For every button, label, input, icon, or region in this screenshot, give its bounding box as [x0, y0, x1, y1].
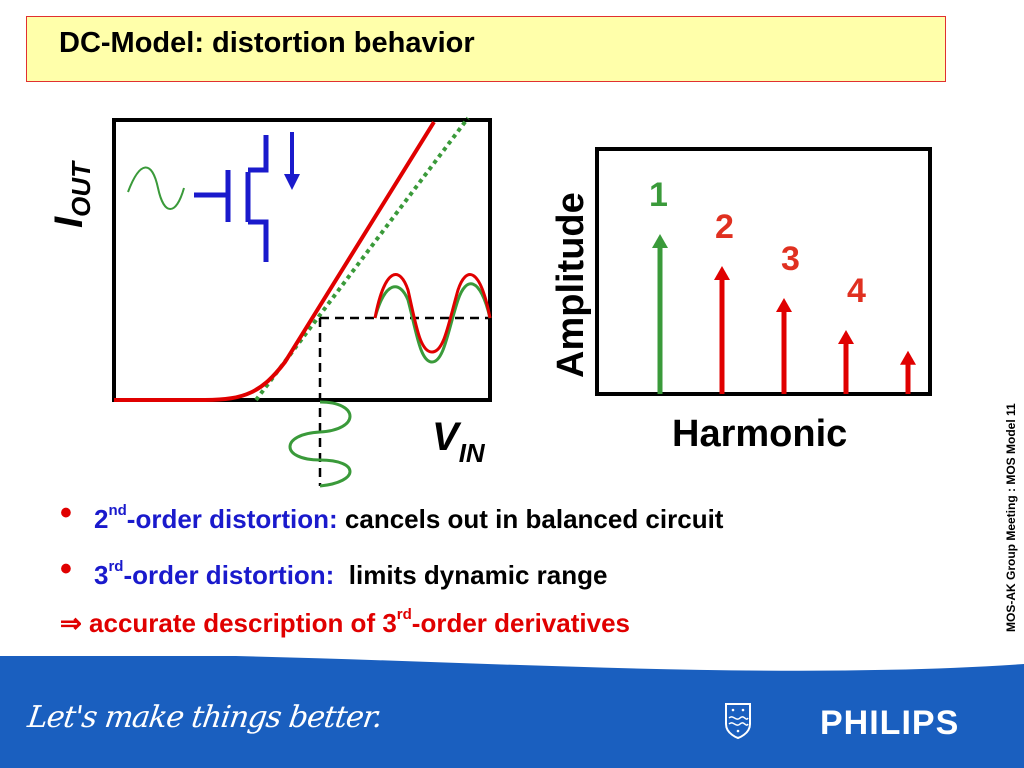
output-sine-green — [373, 282, 492, 364]
conclusion-text-a: accurate description of 3 — [81, 608, 397, 638]
figure: IOUT VIN Amplitude Harmonic 1 2 3 4 — [47, 116, 932, 488]
conclusion-text-b: -order derivatives — [411, 608, 630, 638]
input-sine — [288, 400, 352, 488]
harmonic-label: 1 — [649, 176, 668, 214]
bullet-num: 3 — [94, 560, 109, 590]
harmonic-arrow — [900, 350, 916, 394]
bullet-key: -order distortion: — [123, 560, 335, 590]
bullet-sup: rd — [108, 558, 124, 575]
harmonic-label: 2 — [715, 208, 734, 246]
y-axis-label-right: Amplitude — [550, 192, 592, 378]
footer-band — [0, 656, 1024, 768]
bullet-desc: limits dynamic range — [334, 560, 608, 590]
bullet-num: 2 — [94, 504, 109, 534]
harmonic-label: 4 — [847, 272, 866, 310]
right-plot-frame — [595, 147, 932, 396]
implies-arrow-icon: ⇒ — [60, 608, 82, 638]
transfer-curve — [114, 120, 436, 402]
bullet-desc: cancels out in balanced circuit — [337, 504, 724, 534]
bullet-dot: • — [60, 550, 72, 588]
left-plot-frame — [112, 118, 492, 402]
current-arrow-icon — [284, 132, 300, 190]
conclusion-sup: rd — [396, 606, 412, 623]
x-axis-label-right: Harmonic — [672, 413, 847, 455]
harmonic-arrow — [714, 266, 730, 394]
transistor-icon — [194, 135, 269, 262]
title-box: DC-Model: distortion behavior — [26, 16, 946, 82]
harmonic-arrow — [776, 298, 792, 394]
side-note: MOS-AK Group Meeting : MOS Model 11 — [1004, 403, 1018, 632]
harmonic-arrow — [838, 330, 854, 394]
harmonic-arrow — [652, 234, 668, 394]
bullet-key: -order distortion: — [126, 504, 338, 534]
bullet-sup: nd — [108, 502, 127, 519]
brand-logo: PHILIPS — [820, 704, 960, 742]
harmonic-label: 3 — [781, 240, 800, 278]
source-sine-icon — [127, 166, 185, 210]
slide-title: DC-Model: distortion behavior — [59, 27, 475, 59]
slogan: Let's make things better. — [25, 700, 385, 735]
philips-shield-icon — [725, 703, 751, 740]
bullet-dot: • — [60, 494, 72, 532]
y-axis-label-left: IOUT — [47, 160, 96, 228]
output-sine-red — [373, 273, 492, 354]
x-axis-label-left: VIN — [432, 415, 486, 468]
